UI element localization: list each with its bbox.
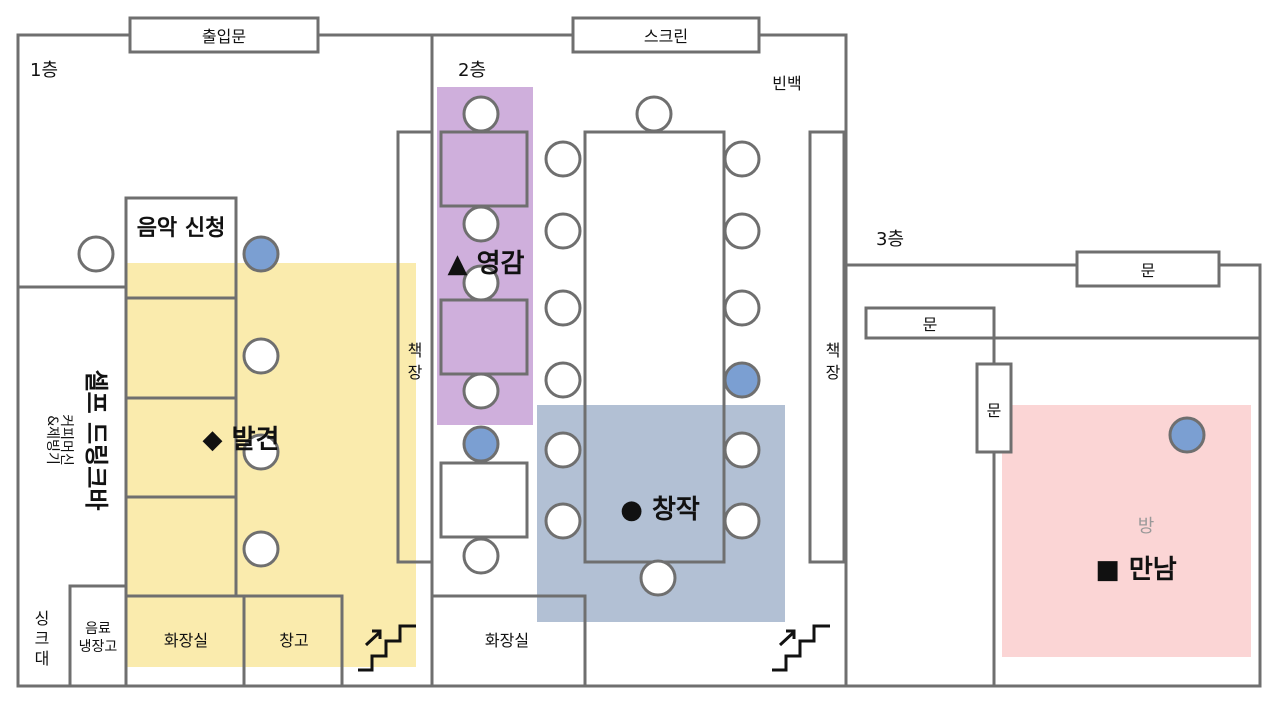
seat-occupied [462, 425, 500, 463]
seat [462, 264, 500, 302]
floor-3-label: 3층 [876, 229, 904, 250]
floor-3 [844, 250, 1262, 688]
seat-occupied [1168, 416, 1206, 454]
ice-maker-label: &제빙기 [44, 415, 60, 465]
door-label-a: 문 [1141, 261, 1156, 280]
seat [462, 205, 500, 243]
seat [544, 431, 582, 469]
room-label: 방 [1138, 516, 1155, 537]
sink-label-3: 대 [35, 649, 50, 668]
door-label-c: 문 [987, 401, 1002, 420]
seat [639, 559, 677, 597]
seat [723, 502, 761, 540]
bookshelf-1-label-a: 책 [408, 341, 423, 360]
seat [462, 537, 500, 575]
storage-label: 창고 [279, 631, 308, 650]
bookshelf-2-label-a: 책 [826, 341, 841, 360]
restroom-1-label: 화장실 [164, 631, 208, 650]
seat [544, 212, 582, 250]
seat [635, 95, 673, 133]
seat [723, 431, 761, 469]
seat [544, 502, 582, 540]
seat [544, 140, 582, 178]
screen-label: 스크린 [644, 27, 688, 46]
fridge-label-1: 음료 [85, 621, 111, 637]
music-request-label: 음악 신청 [137, 216, 226, 241]
coffee-machine-label: 커피머신 [58, 414, 74, 466]
meeting-zone-label: ■ 만남 [1095, 555, 1177, 585]
seat [544, 289, 582, 327]
bookshelf-1-label-b: 장 [408, 363, 423, 382]
fridge-label-2: 냉장고 [79, 639, 118, 655]
seat [242, 433, 280, 471]
seat [242, 337, 280, 375]
seat [77, 235, 115, 273]
bookshelf-2-label-b: 장 [826, 363, 841, 382]
seat [462, 372, 500, 410]
creation-zone-label: ● 창작 [620, 495, 700, 525]
restroom-2-label: 화장실 [485, 631, 529, 650]
inspiration-zone [437, 87, 533, 425]
seat-occupied [723, 361, 761, 399]
seat [544, 361, 582, 399]
inspiration-zone-label: ▲ 영감 [448, 249, 525, 279]
sink-label-2: 크 [35, 629, 50, 648]
door-label-b: 문 [923, 315, 938, 334]
sink-label-1: 싱 [35, 609, 50, 628]
self-drink-bar-label: 셀프 드링크바 [82, 370, 110, 511]
blank-label: 빈백 [772, 74, 801, 93]
meeting-zone [1002, 405, 1251, 657]
seat [462, 95, 500, 133]
floor-2 [430, 16, 848, 688]
seat [723, 289, 761, 327]
discovery-zone-label: ◆ 발견 [203, 425, 280, 455]
entrance-label: 출입문 [202, 27, 246, 46]
seats [77, 95, 1206, 597]
stairs-icon [358, 624, 416, 672]
seat [723, 212, 761, 250]
seat [242, 530, 280, 568]
floor-1-label: 1층 [30, 60, 58, 81]
floor-1 [16, 16, 434, 688]
seat [723, 140, 761, 178]
floor-2-label: 2층 [458, 60, 486, 81]
seat-occupied [242, 235, 280, 273]
stairs-icon [772, 624, 830, 672]
